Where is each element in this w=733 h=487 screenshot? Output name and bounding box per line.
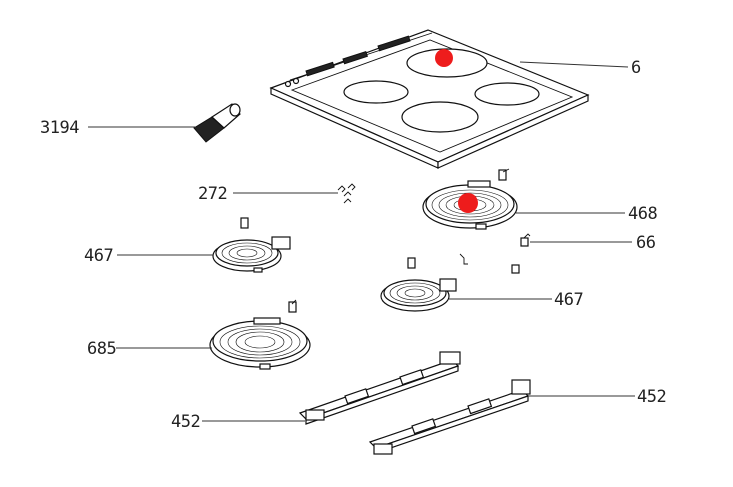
burner-part-467-middle[interactable] bbox=[380, 257, 457, 312]
burner-part-467-left[interactable] bbox=[212, 217, 291, 273]
control-buttons bbox=[284, 35, 411, 88]
callout-452-lower[interactable]: 452 bbox=[637, 387, 667, 407]
callout-468[interactable]: 468 bbox=[628, 204, 658, 224]
callout-66[interactable]: 66 bbox=[636, 233, 656, 253]
handle-part-3194[interactable] bbox=[193, 103, 241, 143]
highlight-marker bbox=[458, 193, 478, 213]
callout-467-left[interactable]: 467 bbox=[84, 246, 114, 266]
callout-467-middle[interactable]: 467 bbox=[554, 290, 584, 310]
clips-part-272[interactable] bbox=[337, 183, 356, 204]
burner-part-468[interactable] bbox=[422, 168, 518, 230]
connector-part-66[interactable] bbox=[459, 233, 531, 274]
glass-cooktop-part[interactable] bbox=[269, 29, 590, 169]
burner-part-685[interactable] bbox=[209, 299, 311, 370]
highlight-marker bbox=[435, 49, 453, 67]
support-rail-part-452-lower[interactable] bbox=[368, 379, 531, 455]
callout-272[interactable]: 272 bbox=[198, 184, 228, 204]
callout-685[interactable]: 685 bbox=[87, 339, 117, 359]
callout-452-upper[interactable]: 452 bbox=[171, 412, 201, 432]
callout-3194[interactable]: 3194 bbox=[40, 118, 80, 138]
callout-6[interactable]: 6 bbox=[631, 58, 642, 78]
support-rail-part-452-upper[interactable] bbox=[298, 351, 461, 425]
callout-labels: 6 3194 272 468 66 467 467 685 452 452 bbox=[40, 58, 667, 432]
leader-lines bbox=[88, 61, 635, 422]
